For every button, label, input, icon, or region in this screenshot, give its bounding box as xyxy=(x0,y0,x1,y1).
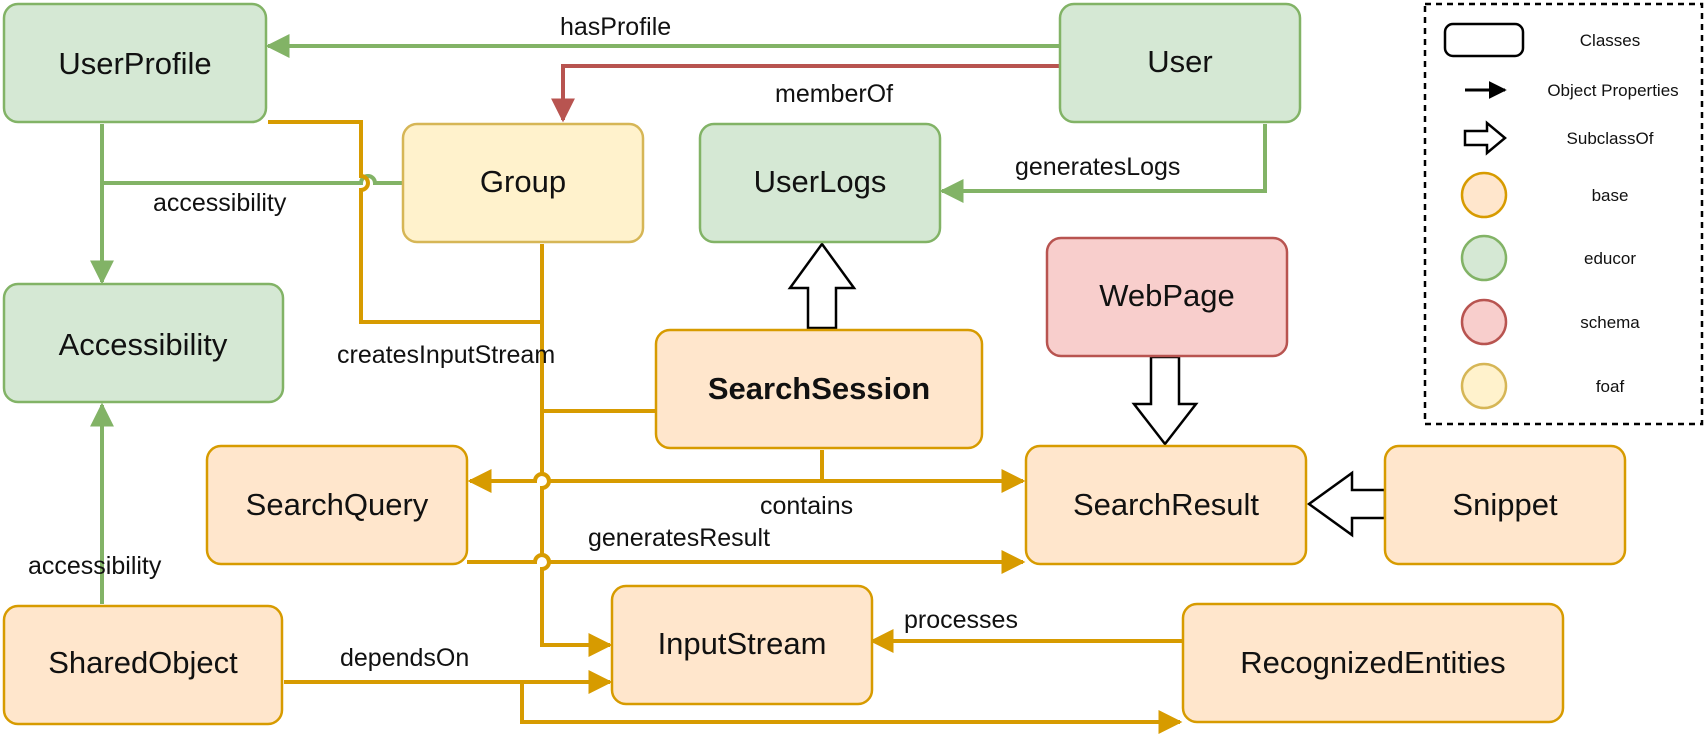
edge-depends-on-entities xyxy=(520,682,1183,734)
edge-generates-result xyxy=(467,550,1026,574)
edge-label-member-of: memberOf xyxy=(775,80,893,108)
node-sharedobject-label: SharedObject xyxy=(48,645,238,680)
node-user-label: User xyxy=(1147,44,1212,79)
node-searchquery[interactable]: SearchQuery xyxy=(205,444,469,566)
subclass-arrow-webpage-searchresult xyxy=(1131,355,1199,447)
node-recognizedentities[interactable]: RecognizedEntities xyxy=(1181,602,1565,724)
legend: Classes Object Properties SubclassOf bas… xyxy=(1423,2,1704,426)
legend-foaf-swatch xyxy=(1460,362,1508,410)
edge-contains-query xyxy=(467,469,822,493)
edge-member-of xyxy=(551,64,1060,123)
node-userlogs-label: UserLogs xyxy=(754,164,887,199)
legend-subclass-arrow xyxy=(1463,120,1507,156)
legend-classes-label: Classes xyxy=(1580,31,1640,50)
node-recognizedentities-label: RecognizedEntities xyxy=(1240,645,1505,680)
edge-label-processes: processes xyxy=(904,606,1018,634)
edge-label-has-profile: hasProfile xyxy=(560,13,671,41)
edge-label-accessibility-bottom: accessibility xyxy=(28,552,162,580)
node-searchresult-label: SearchResult xyxy=(1073,487,1259,522)
node-group-label: Group xyxy=(480,164,566,199)
legend-schema-label: schema xyxy=(1580,313,1640,332)
node-accessibility-label: Accessibility xyxy=(59,327,228,362)
edge-generates-logs xyxy=(939,124,1267,203)
node-sharedobject[interactable]: SharedObject xyxy=(2,604,284,726)
node-userprofile[interactable]: UserProfile xyxy=(2,2,268,124)
edge-accessibility-group xyxy=(102,174,403,185)
legend-educor-swatch xyxy=(1460,234,1508,282)
subclass-arrow-snippet-searchresult xyxy=(1306,470,1387,538)
legend-schema-swatch xyxy=(1460,298,1508,346)
legend-class-shape xyxy=(1443,22,1525,58)
edge-label-accessibility-top: accessibility xyxy=(153,189,287,217)
edge-label-generates-logs: generatesLogs xyxy=(1015,153,1180,181)
node-accessibility[interactable]: Accessibility xyxy=(2,282,285,404)
edge-label-depends-on: dependsOn xyxy=(340,644,469,672)
legend-base-label: base xyxy=(1592,186,1629,205)
node-group[interactable]: Group xyxy=(401,122,645,244)
edge-contains-result xyxy=(820,450,1026,493)
node-snippet[interactable]: Snippet xyxy=(1383,444,1627,566)
edge-label-creates-input-stream: createsInputStream xyxy=(337,341,555,369)
node-inputstream-label: InputStream xyxy=(658,626,827,661)
edge-label-generates-result: generatesResult xyxy=(588,524,770,552)
node-webpage-label: WebPage xyxy=(1099,278,1235,313)
node-webpage[interactable]: WebPage xyxy=(1045,236,1289,358)
node-userlogs[interactable]: UserLogs xyxy=(698,122,942,244)
node-user[interactable]: User xyxy=(1058,2,1302,124)
legend-educor-label: educor xyxy=(1584,249,1636,268)
node-inputstream[interactable]: InputStream xyxy=(610,584,874,706)
legend-foaf-label: foaf xyxy=(1596,377,1625,396)
node-searchresult[interactable]: SearchResult xyxy=(1024,444,1308,566)
legend-base-swatch xyxy=(1460,171,1508,219)
node-searchsession[interactable]: SearchSession xyxy=(654,328,984,450)
legend-object-properties-label: Object Properties xyxy=(1547,81,1678,100)
edge-creates-input-stream-userprofile xyxy=(268,120,542,324)
node-searchquery-label: SearchQuery xyxy=(246,487,429,522)
edge-label-contains: contains xyxy=(760,492,853,520)
legend-subclass-of-label: SubclassOf xyxy=(1567,129,1654,148)
node-snippet-label: Snippet xyxy=(1452,487,1558,522)
edge-creates-input-stream-group xyxy=(540,244,613,657)
node-userprofile-label: UserProfile xyxy=(58,46,211,81)
subclass-arrow-searchsession-userlogs xyxy=(787,241,857,330)
node-searchsession-label: SearchSession xyxy=(708,371,930,406)
